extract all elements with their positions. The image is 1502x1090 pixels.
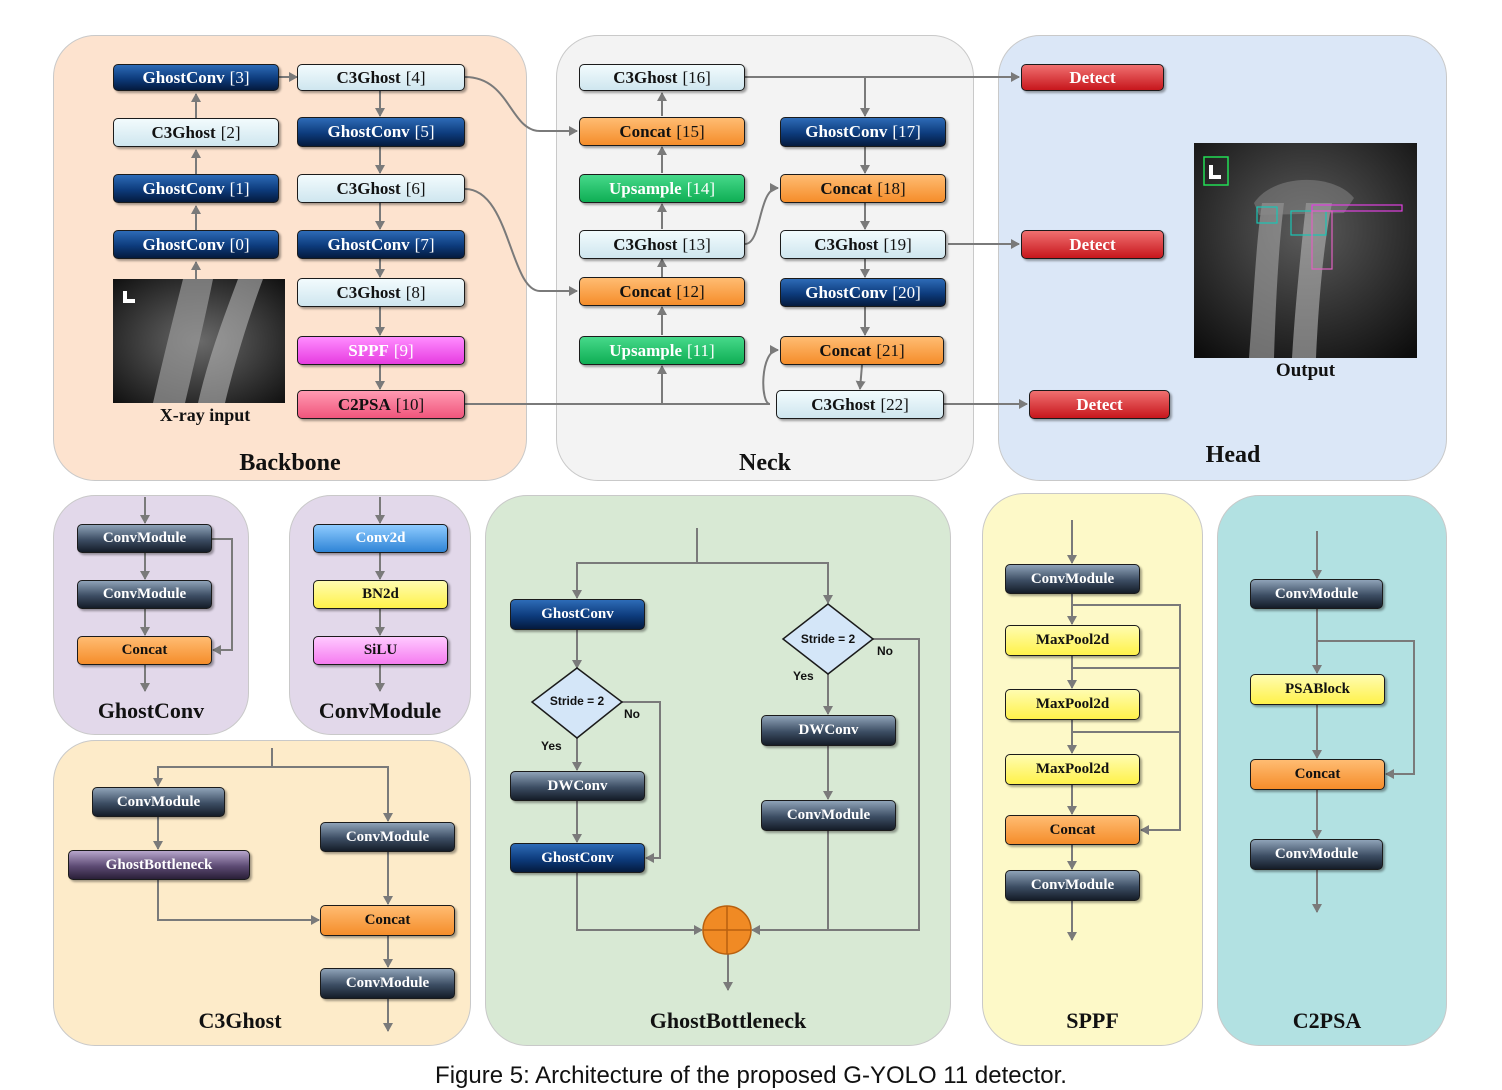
neck-concat-21: Concat[21] [780, 336, 944, 365]
ghostbottleneck-panel-title: GhostBottleneck [649, 1008, 807, 1033]
sppf-panel-title: SPPF [1066, 1008, 1119, 1033]
convmodule-silu: SiLU [313, 636, 448, 665]
backbone-ghostconv-7: GhostConv[7] [297, 230, 465, 259]
ghostbottleneck-panel [485, 495, 951, 1046]
convmodule-bn2d: BN2d [313, 580, 448, 609]
bottleneck-stride-right-label: Stride = 2 [800, 632, 856, 646]
output-detection-image [1194, 143, 1417, 358]
c3ghost-ghostbottleneck: GhostBottleneck [68, 850, 250, 880]
sppf-maxpool-1: MaxPool2d [1005, 625, 1140, 656]
figure-caption: Figure 5: Architecture of the proposed G… [435, 1062, 1067, 1089]
detect-block-2: Detect [1021, 230, 1164, 259]
neck-ghostconv-17: GhostConv[17] [780, 117, 946, 147]
bottleneck-left-no: No [624, 707, 640, 721]
xray-input-label: X-ray input [159, 405, 251, 425]
c2psa-convmodule-in: ConvModule [1250, 579, 1383, 609]
sppf-convmodule-in: ConvModule [1005, 564, 1140, 594]
detect-block-1: Detect [1021, 64, 1164, 91]
backbone-ghostconv-1: GhostConv[1] [113, 174, 279, 203]
neck-concat-15: Concat[15] [579, 117, 745, 146]
bottleneck-right-no: No [877, 644, 893, 658]
c2psa-psablock: PSABlock [1250, 674, 1385, 705]
ghostconv-convmodule-1: ConvModule [77, 524, 212, 553]
bottleneck-dwconv-right: DWConv [761, 715, 896, 746]
xray-input-image [113, 279, 285, 403]
bottleneck-dwconv-left: DWConv [510, 771, 645, 801]
backbone-c3ghost-6: C3Ghost[6] [297, 174, 465, 203]
backbone-ghostconv-3: GhostConv[3] [113, 64, 279, 91]
backbone-title: Backbone [239, 450, 341, 476]
convmodule-panel-title: ConvModule [318, 698, 442, 723]
head-title: Head [1205, 442, 1261, 468]
c3ghost-panel-title: C3Ghost [198, 1008, 282, 1033]
sppf-convmodule-out: ConvModule [1005, 870, 1140, 901]
c3ghost-concat: Concat [320, 905, 455, 936]
neck-c3ghost-19: C3Ghost[19] [780, 230, 946, 259]
c2psa-concat: Concat [1250, 759, 1385, 790]
stride-diamond-left [530, 667, 624, 739]
stride-diamond-right [781, 603, 875, 675]
neck-ghostconv-20: GhostConv[20] [780, 278, 946, 307]
sppf-maxpool-3: MaxPool2d [1005, 754, 1140, 785]
backbone-c2psa-10: C2PSA[10] [297, 390, 465, 419]
backbone-sppf-9: SPPF[9] [297, 336, 465, 365]
add-circle [702, 905, 752, 955]
neck-upsample-14: Upsample[14] [579, 174, 745, 203]
c2psa-panel-title: C2PSA [1292, 1008, 1362, 1033]
c3ghost-convmodule-left: ConvModule [92, 787, 225, 817]
bottleneck-left-yes: Yes [541, 739, 562, 753]
c3ghost-convmodule-right: ConvModule [320, 822, 455, 852]
neck-upsample-11: Upsample[11] [579, 336, 745, 365]
detect-block-3: Detect [1029, 390, 1170, 419]
c3ghost-convmodule-out: ConvModule [320, 968, 455, 999]
bottleneck-convmodule: ConvModule [761, 800, 896, 831]
bottleneck-right-yes: Yes [793, 669, 814, 683]
neck-c3ghost-22: C3Ghost[22] [776, 390, 944, 419]
neck-concat-12: Concat[12] [579, 277, 745, 306]
backbone-ghostconv-0: GhostConv[0] [113, 230, 279, 259]
c2psa-convmodule-out: ConvModule [1250, 839, 1383, 870]
backbone-ghostconv-5: GhostConv[5] [297, 117, 465, 147]
neck-concat-18: Concat[18] [780, 174, 946, 203]
bottleneck-ghostconv-1: GhostConv [510, 599, 645, 630]
ghostconv-concat: Concat [77, 636, 212, 665]
bottleneck-stride-left-label: Stride = 2 [549, 694, 605, 708]
neck-title: Neck [739, 450, 791, 476]
backbone-c3ghost-2: C3Ghost[2] [113, 118, 279, 147]
ghostconv-convmodule-2: ConvModule [77, 580, 212, 609]
neck-c3ghost-13: C3Ghost[13] [579, 230, 745, 259]
sppf-maxpool-2: MaxPool2d [1005, 689, 1140, 720]
neck-c3ghost-16: C3Ghost[16] [579, 64, 745, 91]
ghostconv-panel-title: GhostConv [97, 698, 205, 723]
sppf-concat: Concat [1005, 815, 1140, 845]
backbone-c3ghost-8: C3Ghost[8] [297, 278, 465, 307]
bottleneck-ghostconv-2: GhostConv [510, 843, 645, 873]
backbone-c3ghost-4: C3Ghost[4] [297, 64, 465, 91]
output-label: Output [1275, 360, 1336, 381]
convmodule-conv2d: Conv2d [313, 524, 448, 553]
